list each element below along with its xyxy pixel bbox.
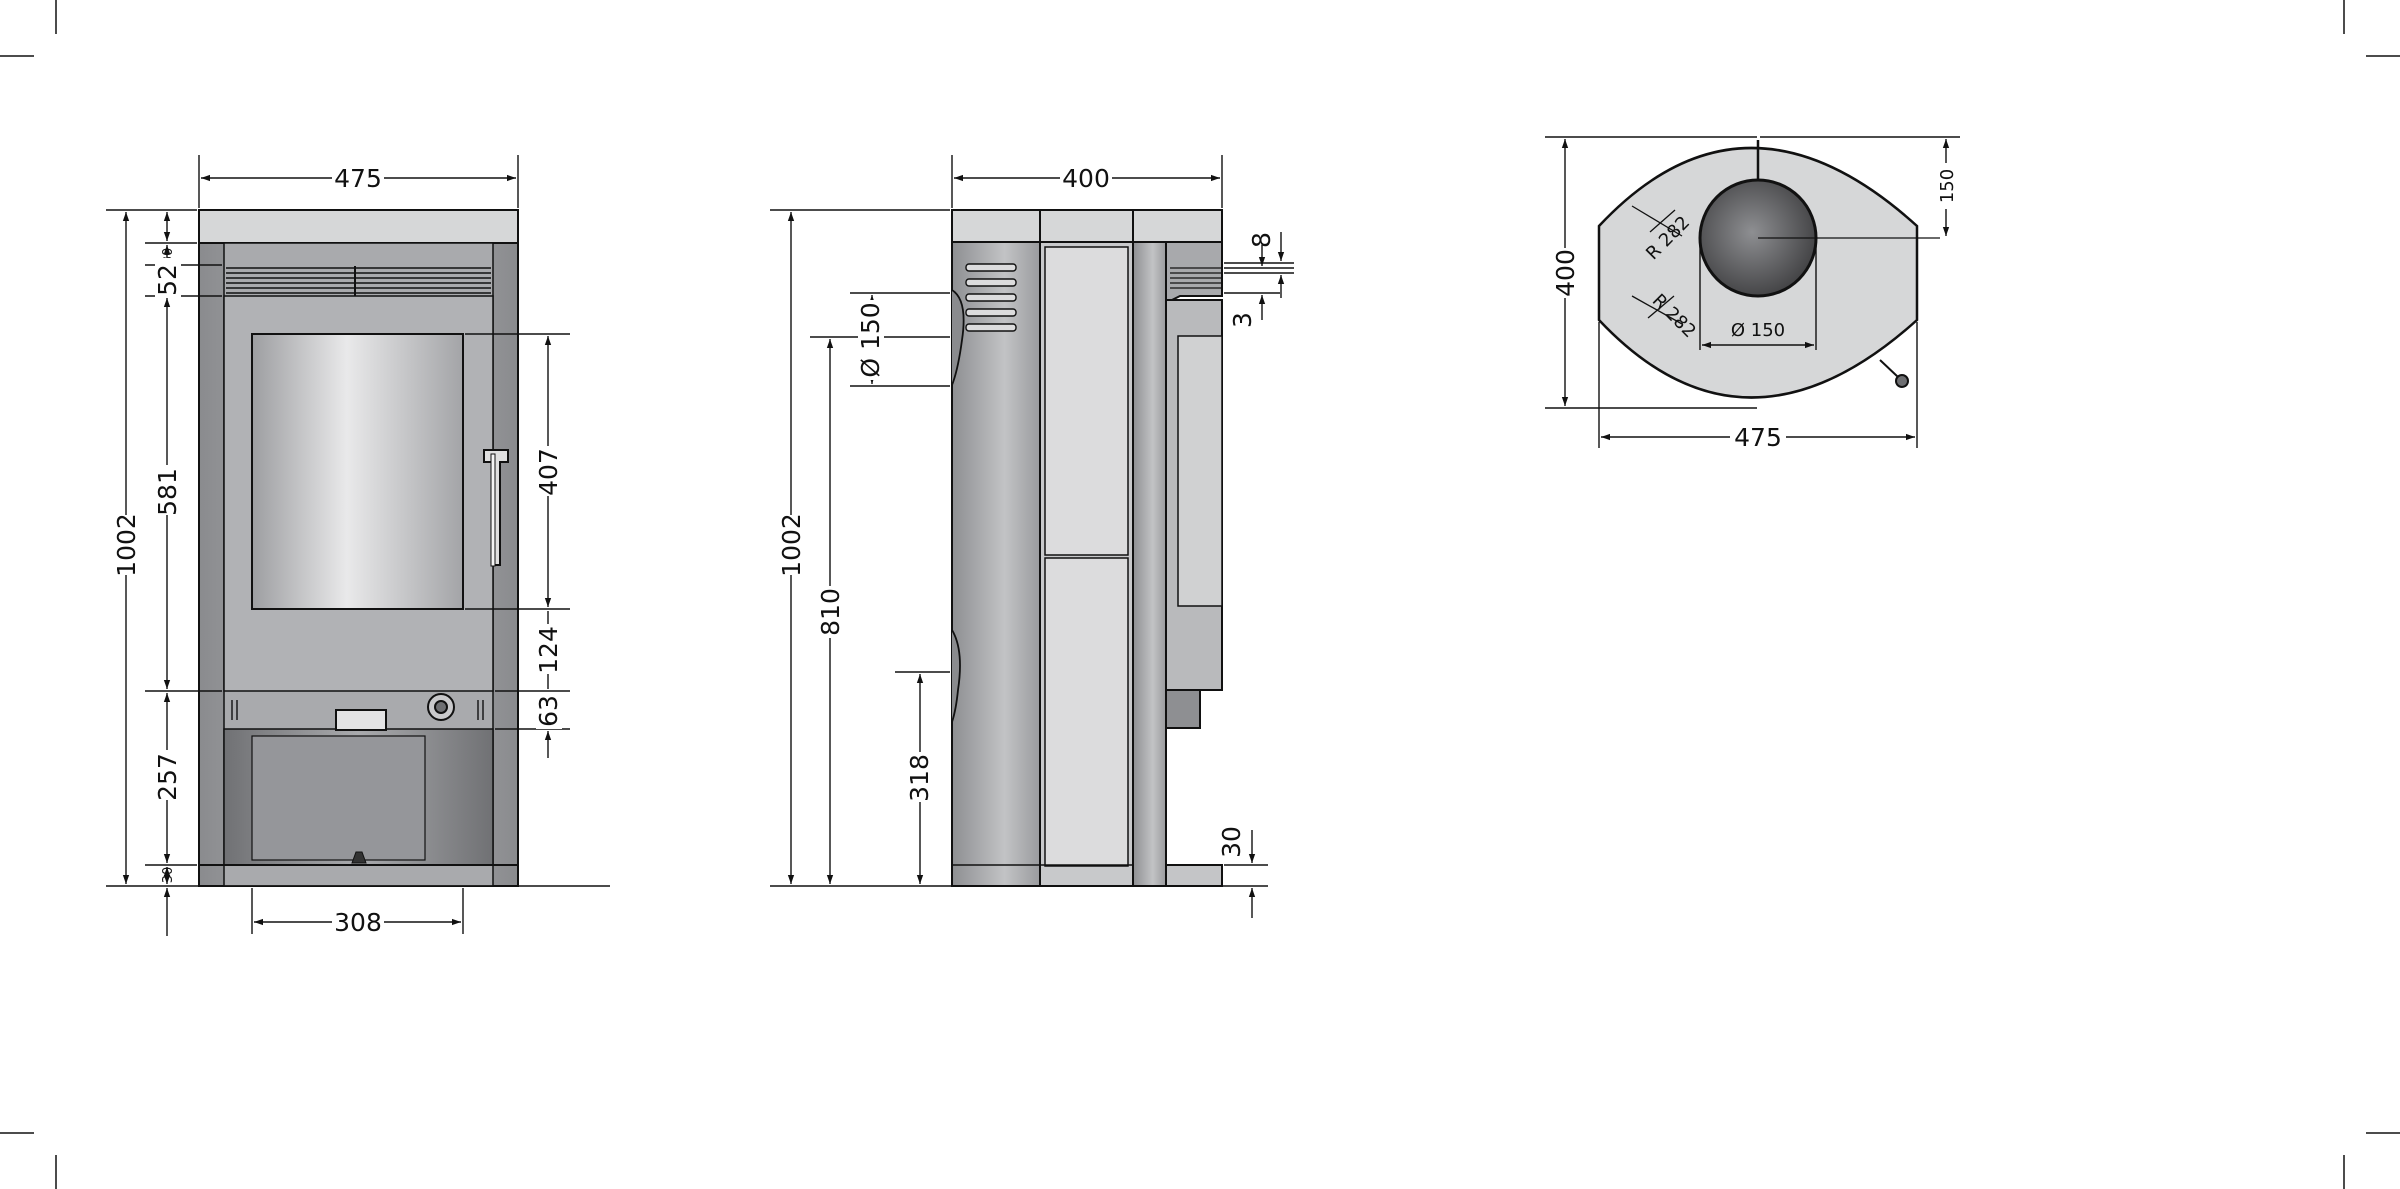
side-vents-back (965, 263, 1017, 332)
front-bottom-gap-label: 30 (161, 867, 176, 884)
air-inlet-back (951, 629, 961, 723)
front-height-total-label: 1002 (112, 513, 141, 577)
side-vents-front (1170, 267, 1222, 289)
side-flue-diameter-label: Ø 150 (856, 302, 885, 377)
front-ash-height-label: 63 (534, 695, 563, 727)
side-vent-offset-label: 3 (1228, 312, 1257, 328)
top-flue-diameter-label: Ø 150 (1731, 320, 1785, 341)
front-hinge-marks (231, 700, 484, 720)
front-base-height-label: 257 (153, 753, 182, 801)
air-control-knob-icon (427, 693, 455, 721)
side-foot-height-label: 30 (1217, 826, 1246, 858)
top-flue-offset-label: 150 (1937, 169, 1958, 203)
front-stove-body (198, 209, 519, 887)
top-handle-icon (1879, 359, 1909, 388)
front-glass-height-label: 407 (534, 448, 563, 496)
bottom-handle-icon (351, 851, 367, 864)
front-vent-height-label: 52 (153, 264, 182, 296)
side-vent-spacing-label: 8 (1247, 232, 1276, 248)
side-stove-body (951, 209, 1223, 887)
top-view: R 282 R 282 400 475 150 Ø 150 (1545, 136, 1960, 452)
side-flue-height-label: 810 (816, 588, 845, 636)
side-depth-label: 400 (1062, 164, 1110, 193)
side-air-inlet-label: 318 (905, 754, 934, 802)
side-height-total-label: 1002 (777, 513, 806, 577)
front-door-height-label: 581 (153, 468, 182, 516)
top-width-label: 475 (1734, 423, 1782, 452)
top-depth-label: 400 (1551, 249, 1580, 297)
door-handle-icon (483, 449, 509, 567)
front-width-top-label: 475 (334, 164, 382, 193)
side-view: 400 1002 810 Ø 150 318 8 3 30 (770, 155, 1294, 918)
front-glass-bottom-gap-label: 124 (534, 626, 563, 674)
ash-pan-handle-icon (335, 709, 387, 731)
front-width-bottom-label: 308 (334, 908, 382, 937)
front-vent-grill (226, 266, 491, 296)
top-radius-leaders (1631, 205, 1683, 325)
flue-connector-back (951, 289, 965, 386)
front-view: 475 1002 30 52 581 257 30 407 124 63 308 (106, 155, 610, 937)
